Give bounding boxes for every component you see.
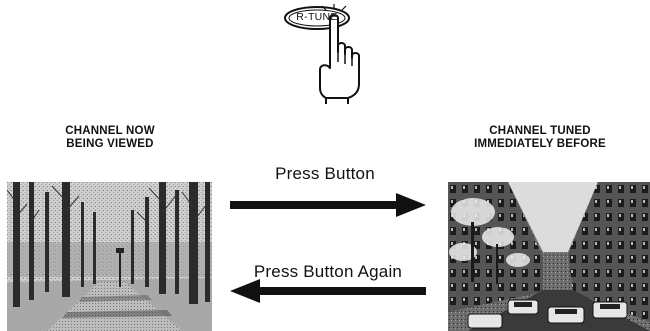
current-channel-caption: CHANNEL NOW BEING VIEWED [0, 125, 220, 151]
previous-channel-caption: CHANNEL TUNED IMMEDIATELY BEFORE [430, 125, 650, 151]
forward-arrow-icon [228, 193, 428, 217]
pointing-hand-icon [284, 4, 360, 104]
previous-channel-caption-line1: CHANNEL TUNED [489, 125, 591, 137]
previous-channel-caption-line2: IMMEDIATELY BEFORE [474, 138, 606, 150]
press-button-label: Press Button [275, 164, 375, 183]
current-channel-image [7, 182, 212, 331]
back-arrow-icon [228, 279, 428, 303]
current-channel-caption-line2: BEING VIEWED [66, 138, 154, 150]
previous-channel-image [448, 182, 650, 331]
current-channel-caption-line1: CHANNEL NOW [65, 125, 155, 137]
r-tune-button-label: R-TUNE [296, 11, 338, 23]
press-button-again-label: Press Button Again [253, 262, 403, 281]
r-tune-button-illustration: R-TUNE [282, 4, 372, 104]
